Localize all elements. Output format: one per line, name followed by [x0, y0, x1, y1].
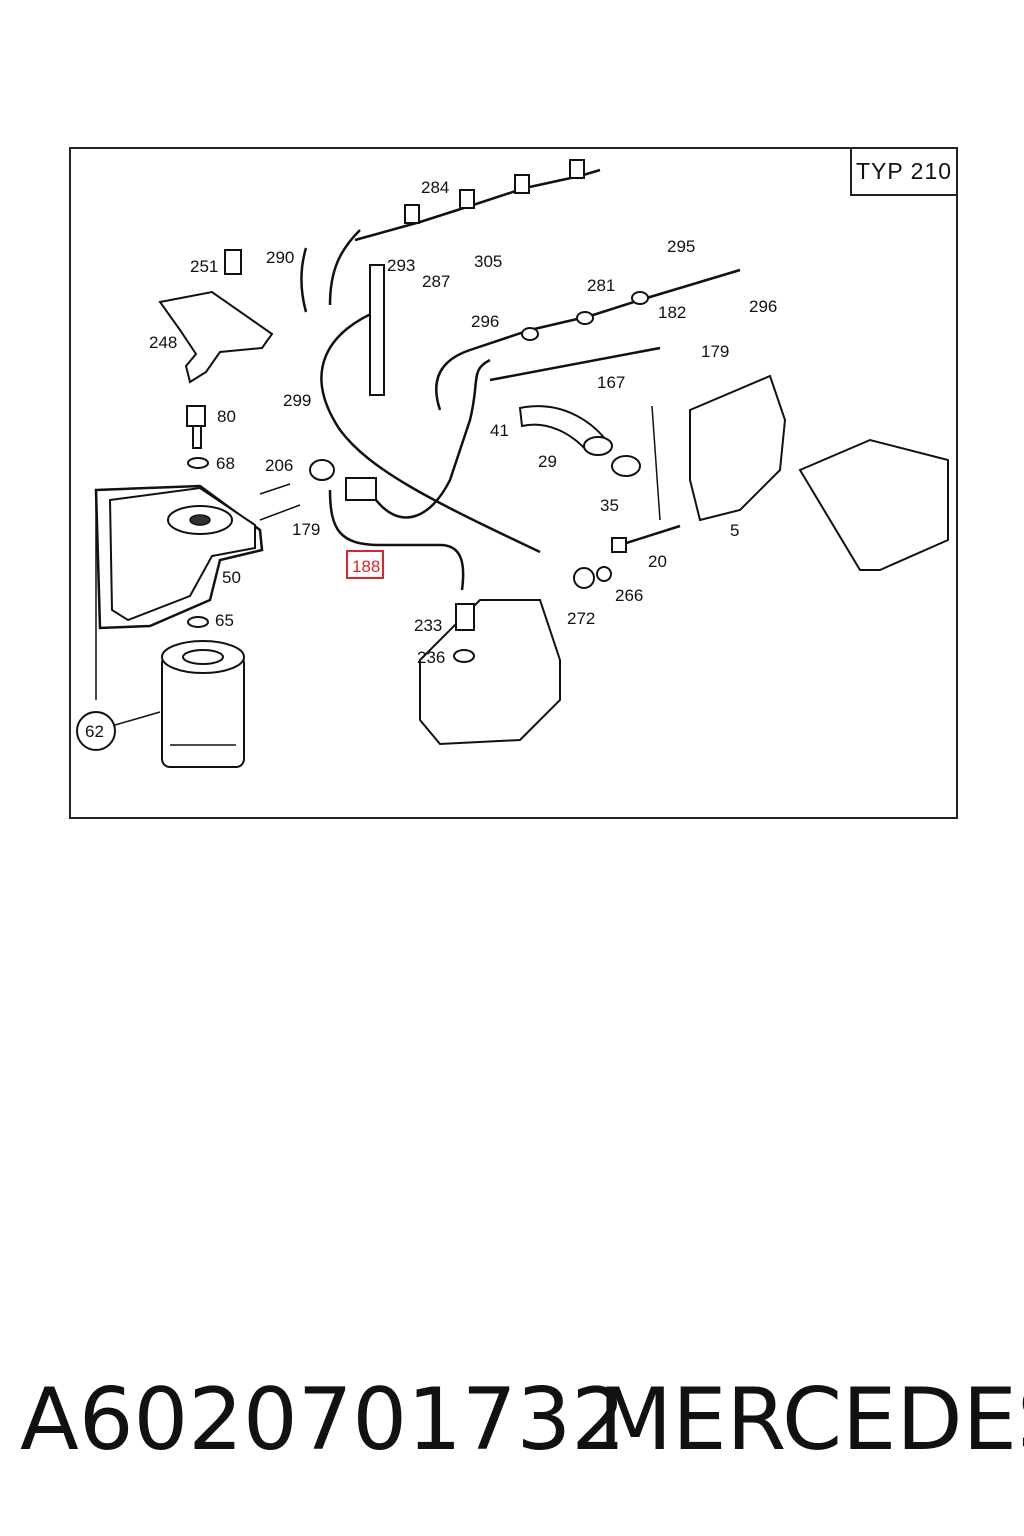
part-number: A6020701732: [20, 1370, 626, 1470]
callout-50: 50: [222, 568, 241, 587]
injector-drawing: [369, 264, 385, 396]
callout-248: 248: [149, 333, 177, 352]
callout-179-b: 179: [292, 520, 320, 539]
bracket-drawing: [158, 290, 274, 384]
hose-drawing: [518, 405, 641, 477]
callout-287: 287: [422, 272, 450, 291]
callout-206: 206: [265, 456, 293, 475]
callout-labels: 284 290 251 293 287 305 295 281 296 296 …: [85, 178, 777, 741]
banjo-fitting-drawing: [573, 566, 612, 589]
callout-35: 35: [600, 496, 619, 515]
callout-296-b: 296: [749, 297, 777, 316]
callout-29: 29: [538, 452, 557, 471]
callout-296-a: 296: [471, 312, 499, 331]
type-label: TYP 210: [850, 149, 956, 196]
callout-272: 272: [567, 609, 595, 628]
fuel-lines-drawing: [300, 229, 661, 591]
callout-182: 182: [658, 303, 686, 322]
filter-cartridge-drawing: [76, 640, 245, 768]
callout-41: 41: [490, 421, 509, 440]
callout-62: 62: [85, 722, 104, 741]
callout-281: 281: [587, 276, 615, 295]
return-line-drawing: [354, 159, 601, 242]
callout-299: 299: [283, 391, 311, 410]
callout-236: 236: [417, 648, 445, 667]
callout-80: 80: [217, 407, 236, 426]
fitting-drawing: [259, 459, 377, 521]
callout-266: 266: [615, 586, 643, 605]
callout-5: 5: [730, 521, 739, 540]
callout-20: 20: [648, 552, 667, 571]
leak-line-drawing: [469, 268, 741, 352]
callout-188: 188: [352, 557, 380, 576]
callout-290: 290: [266, 248, 294, 267]
callout-179-a: 179: [701, 342, 729, 361]
callout-233: 233: [414, 616, 442, 635]
callout-167: 167: [597, 373, 625, 392]
bolt-drawing: [611, 524, 681, 553]
callout-65: 65: [215, 611, 234, 630]
callout-295: 295: [667, 237, 695, 256]
callout-284: 284: [421, 178, 449, 197]
callout-251: 251: [190, 257, 218, 276]
pump-housing-drawing: [651, 374, 949, 571]
highlight-box: [346, 550, 384, 579]
injection-pump-drawing: [419, 599, 561, 746]
bolts-drawing: [186, 249, 242, 628]
callout-293: 293: [387, 256, 415, 275]
callout-305: 305: [474, 252, 502, 271]
callout-68: 68: [216, 454, 235, 473]
filter-housing-drawing: [94, 484, 264, 700]
brand-name: MERCEDES: [598, 1370, 1024, 1470]
